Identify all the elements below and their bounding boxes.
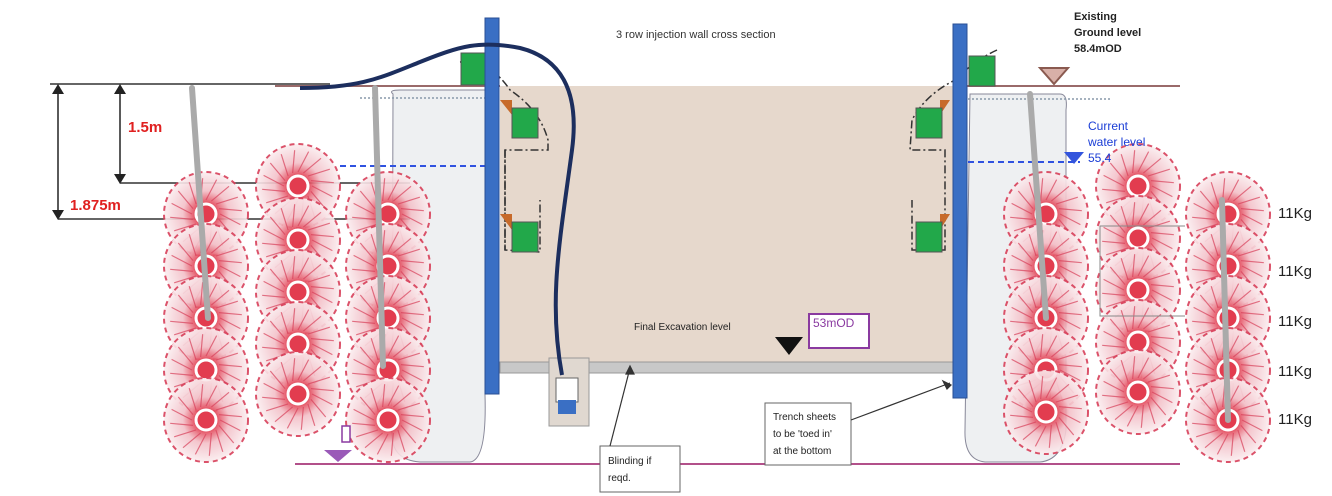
weight-label-4: 11Kg [1278, 363, 1312, 380]
dim-arrow-long [52, 84, 64, 220]
trench-note-box [764, 402, 852, 466]
injection-rods [189, 85, 1231, 423]
injection-bulb [255, 351, 341, 437]
injection-bulbs [163, 143, 1271, 463]
blinding-note-1: Blinding if [608, 456, 652, 467]
injection-bulb [345, 377, 431, 463]
rod-right-3 [1219, 197, 1231, 423]
rod-left-1 [189, 85, 211, 321]
walers [460, 52, 996, 253]
dim-long-label: 1.875m [70, 197, 121, 214]
weight-label-2: 11Kg [1278, 263, 1312, 280]
waler-top-left [460, 52, 486, 86]
excavation-level-value: 53mOD [813, 316, 855, 330]
blinding-note-2: reqd. [608, 473, 631, 484]
water-level-label-1: Current [1088, 119, 1129, 133]
dim-arrow-short [114, 84, 126, 184]
small-level-box [341, 425, 351, 443]
injection-bulb [1003, 369, 1089, 455]
waler-mid-right-1 [915, 107, 943, 139]
trench-note-3: at the bottom [773, 446, 831, 457]
rod-right-1 [1027, 91, 1049, 321]
dewatering-hose [299, 42, 576, 376]
excavation-level-box [808, 313, 870, 349]
dim-short-label: 1.5m [128, 119, 162, 136]
small-level-marker-bottom [324, 450, 352, 462]
rod-left-3 [372, 85, 386, 369]
blinding-note-box [599, 445, 681, 493]
waler-top-right [968, 55, 996, 87]
weight-label-3: 11Kg [1278, 313, 1312, 330]
ground-level-label-1: Existing [1074, 11, 1117, 23]
diagram-title: 3 row injection wall cross section [616, 29, 776, 41]
trench-note-2: to be 'toed in' [773, 429, 832, 440]
ground-level-label-2: Ground level [1074, 27, 1141, 39]
waler-mid-left-1 [511, 107, 539, 139]
ground-level-marker [1037, 67, 1071, 86]
sheet-pile-left [484, 17, 500, 395]
ground-level-label-3: 58.4mOD [1074, 43, 1122, 55]
trench-note-1: Trench sheets [773, 412, 836, 423]
waler-mid-right-2 [915, 221, 943, 253]
weight-label-1: 11Kg [1278, 205, 1312, 222]
sheet-pile-right [952, 23, 968, 399]
water-level-label-2: water level [1087, 135, 1145, 149]
sump-pump [548, 357, 590, 427]
injection-bulb [1095, 349, 1181, 435]
water-level-marker [1064, 152, 1084, 164]
water-level-label-3: 55.4 [1088, 151, 1112, 165]
waler-mid-left-2 [511, 221, 539, 253]
excavation-level-marker [775, 337, 803, 355]
weight-label-5: 11Kg [1278, 411, 1312, 428]
legend-box-partial [1099, 225, 1185, 317]
injection-bulb [163, 377, 249, 463]
excavation-label: Final Excavation level [634, 322, 731, 333]
leader-arrows [609, 364, 953, 447]
